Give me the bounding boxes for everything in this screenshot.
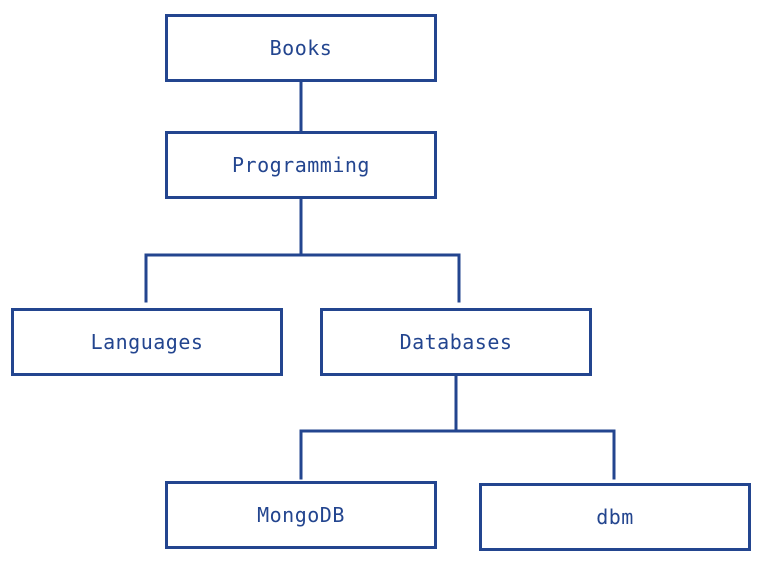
- node-books-label: Books: [269, 36, 333, 60]
- node-mongodb: MongoDB: [165, 481, 437, 549]
- node-languages: Languages: [11, 308, 283, 376]
- node-languages-label: Languages: [90, 330, 204, 354]
- node-dbm-label: dbm: [596, 505, 634, 529]
- node-programming: Programming: [165, 131, 437, 199]
- node-dbm: dbm: [479, 483, 751, 551]
- node-databases: Databases: [320, 308, 592, 376]
- node-books: Books: [165, 14, 437, 82]
- node-programming-label: Programming: [232, 153, 370, 177]
- node-databases-label: Databases: [399, 330, 513, 354]
- node-mongodb-label: MongoDB: [257, 503, 345, 527]
